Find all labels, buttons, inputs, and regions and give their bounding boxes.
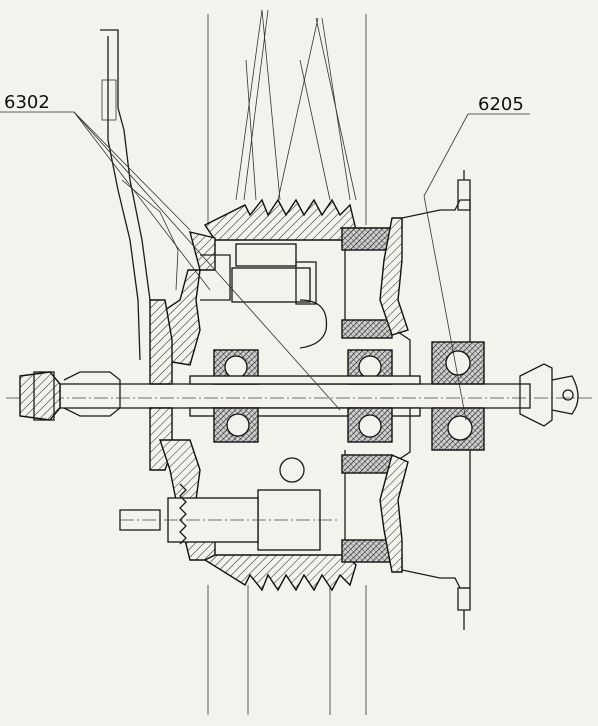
spokes: [207, 9, 367, 225]
label-6205: 6205: [478, 94, 524, 115]
lower-spokes: [207, 585, 367, 715]
axle: [6, 363, 595, 427]
hub-shell-upper: [149, 198, 357, 385]
right-flange-lower: [341, 408, 471, 630]
leader-lines: [0, 111, 530, 421]
hub-shell-lower: [119, 407, 357, 592]
right-flange-upper: [340, 170, 471, 384]
bearings-lower: [213, 407, 485, 451]
torque-arm: [100, 29, 179, 361]
label-6302: 6302: [4, 92, 50, 113]
